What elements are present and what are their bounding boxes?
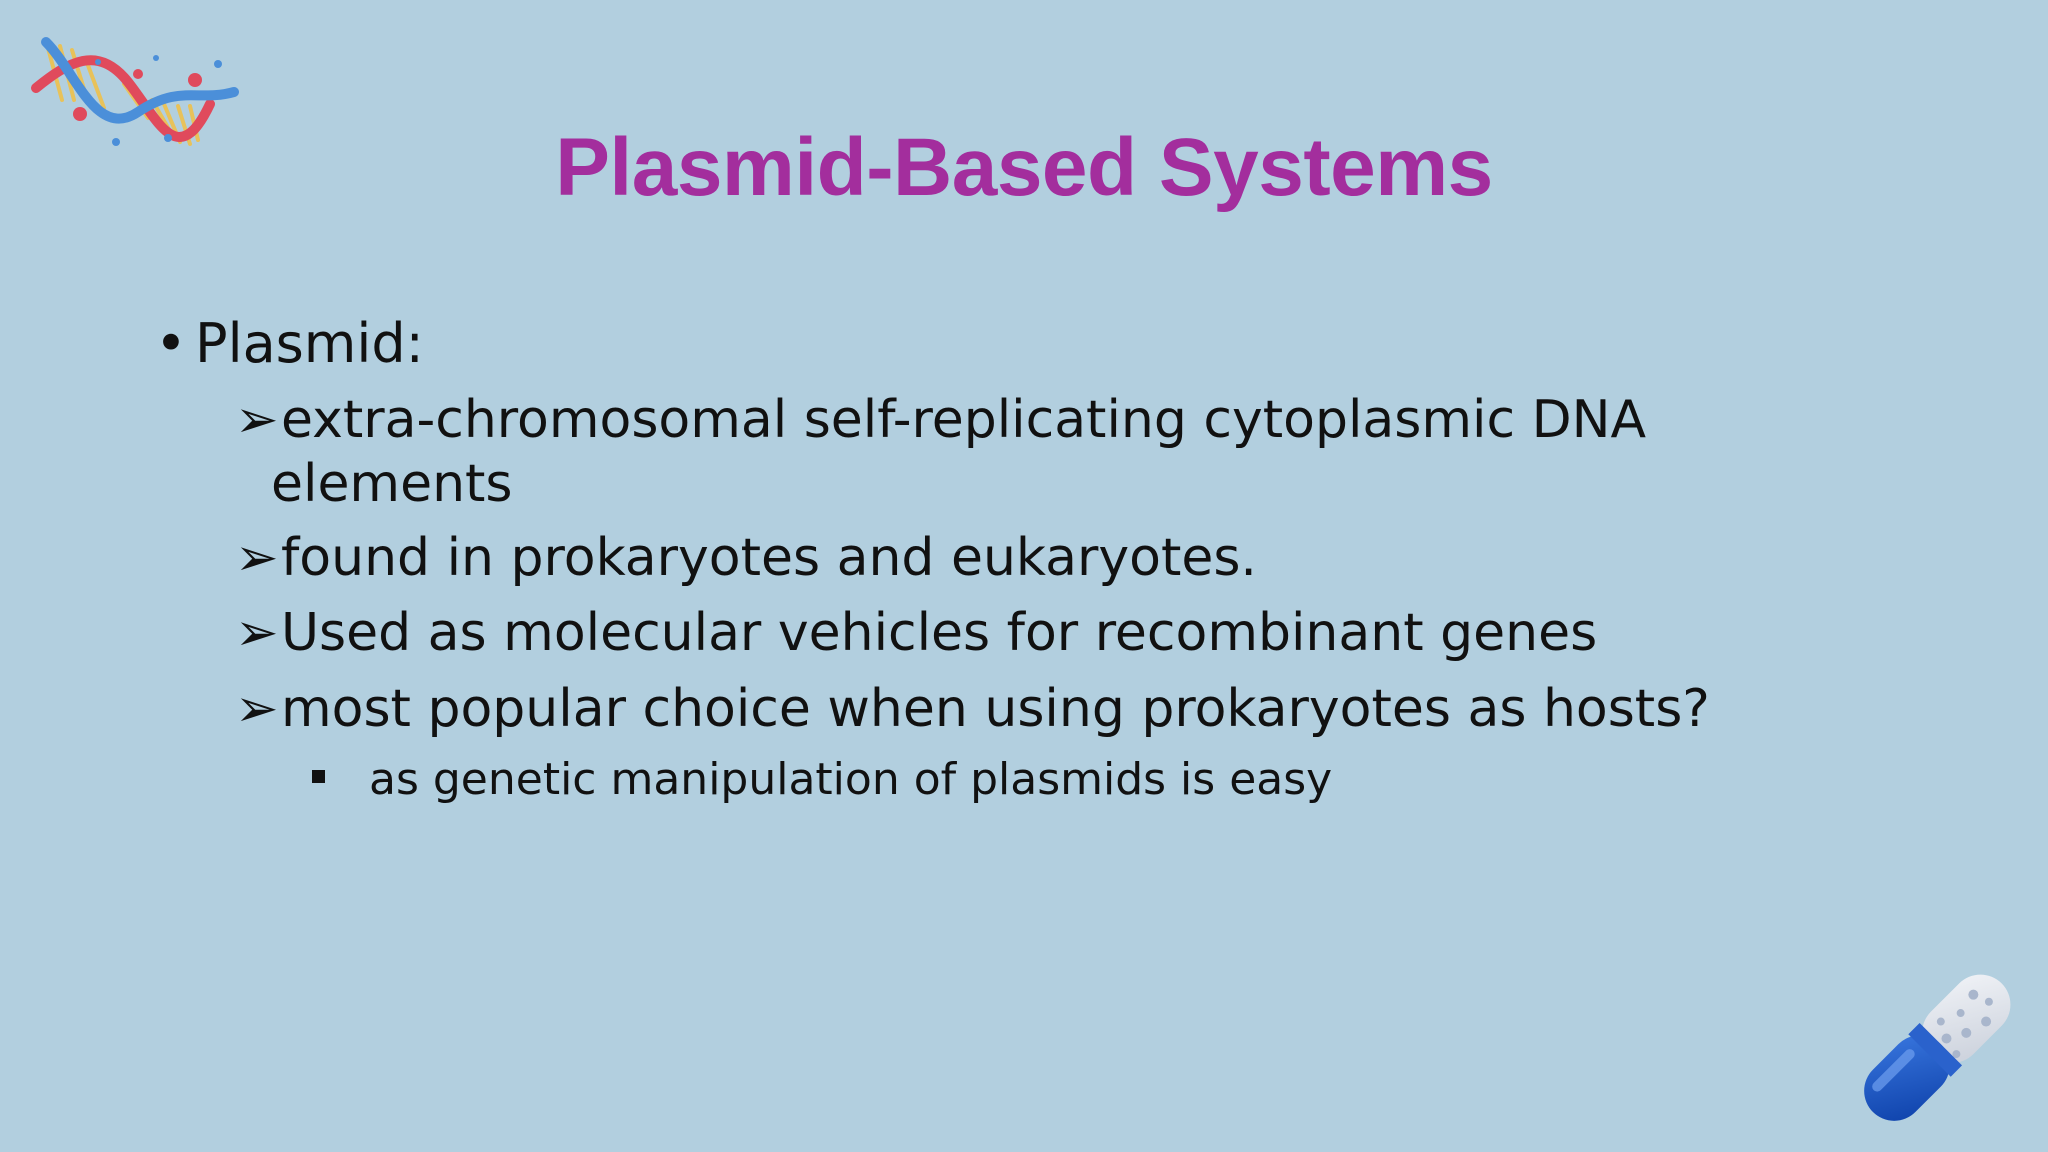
dna-icon bbox=[31, 37, 239, 146]
arrow-bullet-icon: ➢ bbox=[235, 603, 279, 663]
arrow-item-text: Used as molecular vehicles for recombina… bbox=[281, 603, 1598, 663]
pill-capsule-icon bbox=[1864, 974, 2011, 1121]
arrow-item-text: extra-chromosomal self-replicating cytop… bbox=[281, 390, 1647, 450]
arrow-bullet-icon: ➢ bbox=[235, 528, 279, 588]
arrow-item-continuation: elements bbox=[271, 454, 513, 514]
arrow-item-text: found in prokaryotes and eukaryotes. bbox=[281, 528, 1257, 588]
slide-title: Plasmid-Based Systems bbox=[555, 122, 1493, 213]
arrow-item-popular-choice: ➢most popular choice when using prokaryo… bbox=[235, 677, 1710, 741]
bullet-plasmid: •Plasmid: bbox=[155, 306, 424, 382]
bullet-dot: • bbox=[155, 312, 187, 375]
arrow-bullet-icon: ➢ bbox=[235, 390, 279, 450]
arrow-item-text: most popular choice when using prokaryot… bbox=[281, 679, 1710, 739]
arrow-item-definition: ➢extra-chromosomal self-replicating cyto… bbox=[235, 388, 1646, 516]
arrow-bullet-icon: ➢ bbox=[235, 679, 279, 739]
sub-item-reason: as genetic manipulation of plasmids is e… bbox=[312, 750, 1332, 810]
arrow-item-found-in: ➢found in prokaryotes and eukaryotes. bbox=[235, 526, 1257, 590]
bullet-label: Plasmid: bbox=[195, 312, 424, 375]
square-bullet-icon bbox=[312, 769, 325, 783]
arrow-item-vehicles: ➢Used as molecular vehicles for recombin… bbox=[235, 601, 1597, 665]
sub-item-text: as genetic manipulation of plasmids is e… bbox=[369, 754, 1333, 805]
